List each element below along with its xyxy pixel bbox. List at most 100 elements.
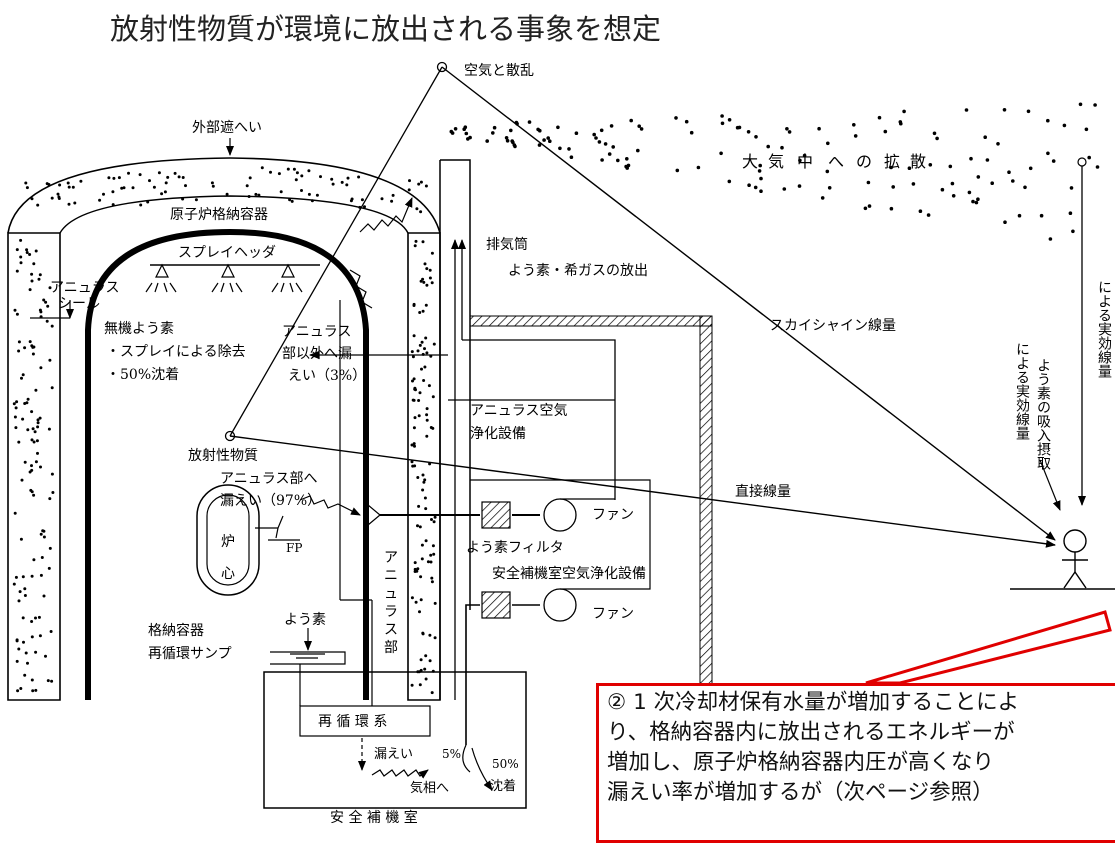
aux-bldg-hatched-wall bbox=[699, 315, 713, 701]
svg-text:・50%沈着: ・50%沈着 bbox=[106, 367, 179, 383]
label-sump: 格納容器 再循環サンプ bbox=[148, 622, 232, 662]
svg-text:・スプレイによる除去: ・スプレイによる除去 bbox=[106, 344, 246, 360]
svg-text:ニ: ニ bbox=[384, 568, 398, 584]
label-direct-dose: 直接線量 bbox=[735, 483, 791, 500]
shield-concrete-dots bbox=[12, 166, 437, 695]
svg-text:よう素の吸入摂取: よう素の吸入摂取 bbox=[1035, 358, 1051, 470]
label-atmospheric-diffusion: 大 気 中 へ の 拡 散 bbox=[742, 152, 926, 171]
person-icon bbox=[1062, 529, 1088, 589]
label-to-gas-phase: 気相へ bbox=[410, 780, 449, 796]
callout-pointer bbox=[865, 610, 1112, 685]
fp-arrow bbox=[255, 515, 300, 541]
label-iodine: よう素 bbox=[284, 612, 326, 628]
svg-text:へ: へ bbox=[828, 152, 844, 171]
note-line-1: ② 1 次冷却材保有水量が増加することによ bbox=[607, 690, 1020, 715]
iodine-filter-1 bbox=[481, 501, 511, 529]
svg-text:部: 部 bbox=[384, 640, 398, 656]
direct-dose-line bbox=[229, 435, 1056, 548]
svg-text:アニュラス: アニュラス bbox=[50, 280, 119, 296]
svg-text:による実効線量: による実効線量 bbox=[1014, 342, 1030, 440]
svg-text:アニュラス空気: アニュラス空気 bbox=[470, 403, 567, 419]
svg-text:漏えい（97%）: 漏えい（97%） bbox=[220, 493, 321, 509]
svg-text:部以外へ漏: 部以外へ漏 bbox=[282, 346, 352, 362]
label-external-shield: 外部遮へい bbox=[192, 120, 262, 136]
svg-text:ア: ア bbox=[384, 550, 398, 566]
svg-text:浄化設備: 浄化設備 bbox=[470, 426, 526, 442]
plume-dots bbox=[449, 102, 1100, 241]
inhalation-arrow bbox=[1039, 459, 1061, 511]
label-inorganic-iodine: 無機よう素 ・スプレイによる除去 ・50%沈着 bbox=[104, 321, 246, 383]
note-line-4: 漏えい率が増加するが（次ページ参照） bbox=[607, 780, 994, 805]
containment-vessel bbox=[85, 228, 369, 700]
page-title: 放射性物質が環境に放出される事象を想定 bbox=[110, 12, 662, 46]
svg-text:シール: シール bbox=[58, 296, 100, 312]
svg-text:格納容器: 格納容器 bbox=[148, 622, 204, 639]
svg-text:えい（3%）: えい（3%） bbox=[288, 368, 366, 384]
filter-line-2 bbox=[465, 604, 540, 745]
label-air-scatter: 空気と散乱 bbox=[464, 63, 534, 79]
plume-point bbox=[1077, 157, 1087, 167]
label-iodine-noble: よう素・希ガスの放出 bbox=[508, 263, 648, 279]
fan-2 bbox=[543, 588, 577, 622]
shield-building-outer bbox=[7, 232, 61, 701]
svg-text:ラ: ラ bbox=[384, 604, 398, 620]
label-iodine-inhalation: よう素の吸入摂取 による実効線量 bbox=[1014, 342, 1051, 470]
callout-note: ② 1 次冷却材保有水量が増加することによ り、格納容器内に放出されるエネルギー… bbox=[596, 683, 1115, 843]
exhaust-stack bbox=[439, 159, 471, 700]
svg-text:アニュラス部へ: アニュラス部へ bbox=[220, 471, 317, 487]
note-line-2: り、格納容器内に放出されるエネルギーが bbox=[607, 720, 1015, 745]
reactor-core-inner bbox=[206, 494, 250, 586]
scatter-line-up bbox=[229, 66, 443, 437]
label-aux-air-cleanup: 安全補機室空気浄化設備 bbox=[492, 565, 646, 582]
recirc-loop bbox=[299, 705, 431, 737]
label-fp: FP bbox=[286, 541, 302, 555]
shield-dome-outer bbox=[7, 157, 441, 234]
deposition-curve bbox=[471, 747, 493, 791]
label-reactor-core: 炉 心 bbox=[221, 534, 235, 582]
label-annulus-seal: アニュラス シール bbox=[50, 280, 119, 312]
svg-text:中: 中 bbox=[797, 152, 813, 171]
label-leak-non-annulus: アニュラス 部以外へ漏 えい（3%） bbox=[282, 324, 366, 384]
svg-text:気: 気 bbox=[768, 152, 784, 171]
label-annulus-part: ア ニ ュ ラ ス 部 bbox=[384, 550, 398, 656]
annulus-leak-wave bbox=[349, 269, 373, 309]
svg-text:炉: 炉 bbox=[221, 534, 235, 550]
spray-nozzles bbox=[145, 263, 303, 293]
stack-exit-arrows bbox=[451, 239, 466, 340]
aux-building bbox=[263, 671, 527, 809]
label-iodine-filter: よう素フィルタ bbox=[466, 540, 564, 556]
note-line-3: 増加し、原子炉格納容器内圧が高くなり bbox=[607, 750, 995, 775]
label-fifty-percent: 50% 沈着 bbox=[490, 757, 519, 794]
svg-text:拡: 拡 bbox=[884, 152, 900, 171]
svg-text:ス: ス bbox=[384, 622, 398, 638]
svg-text:大: 大 bbox=[742, 152, 758, 171]
label-radioactive-material: 放射性物質 bbox=[188, 448, 258, 464]
svg-text:50%: 50% bbox=[492, 757, 519, 771]
leak-97-arrow bbox=[299, 495, 361, 516]
label-annulus-air-cleanup: アニュラス空気 浄化設備 bbox=[470, 403, 567, 442]
svg-text:散: 散 bbox=[910, 152, 926, 171]
fan-1 bbox=[543, 498, 577, 532]
label-aux-building: 安 全 補 機 室 bbox=[330, 809, 418, 826]
label-containment: 原子炉格納容器 bbox=[170, 206, 268, 223]
svg-text:再循環サンプ: 再循環サンプ bbox=[148, 646, 232, 662]
label-effective-dose-partial: による実効線量 bbox=[1096, 280, 1112, 378]
label-recirc-system: 再 循 環 系 bbox=[318, 714, 387, 730]
reactor-vessel bbox=[196, 484, 260, 596]
svg-text:沈着: 沈着 bbox=[490, 778, 516, 794]
shield-dome-inner bbox=[59, 195, 409, 234]
label-skyshine: スカイシャイン線量 bbox=[770, 318, 896, 334]
svg-text:無機よう素: 無機よう素 bbox=[104, 321, 174, 337]
label-leak-to-annulus: アニュラス部へ 漏えい（97%） bbox=[220, 471, 321, 509]
label-five-percent: 5% bbox=[442, 747, 461, 761]
svg-text:の: の bbox=[856, 152, 872, 171]
label-fan-2: ファン bbox=[592, 606, 634, 622]
label-fan-1: ファン bbox=[592, 507, 634, 523]
svg-text:心: 心 bbox=[221, 566, 235, 582]
iodine-filter-2 bbox=[481, 591, 511, 619]
label-stack: 排気筒 bbox=[486, 236, 528, 253]
skyshine-line bbox=[441, 66, 1056, 541]
svg-text:ュ: ュ bbox=[384, 586, 398, 602]
label-spray-header: スプレイヘッダ bbox=[178, 245, 276, 261]
